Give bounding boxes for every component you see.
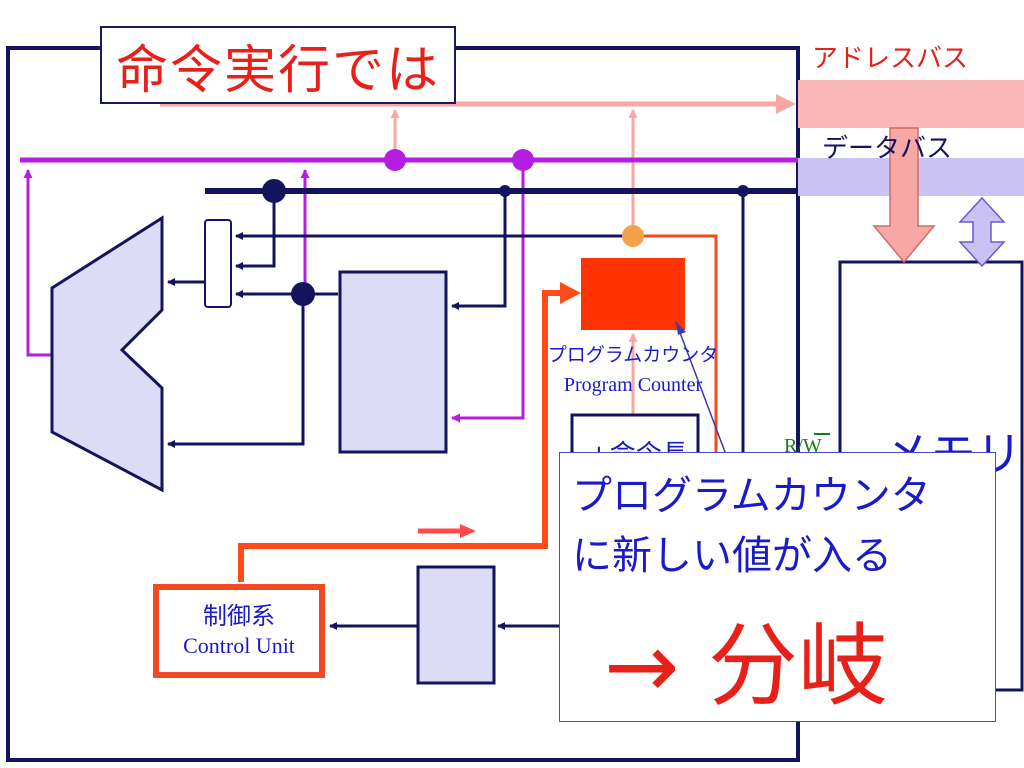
pc-loop-line — [644, 234, 718, 452]
slide-title-box: 命令実行では — [100, 26, 456, 104]
alu-block — [50, 215, 164, 493]
address-bus-label: アドレスバス — [812, 44, 969, 74]
control-unit-label-ja: 制御系 — [203, 602, 275, 630]
callout-pointer-arrowhead — [676, 322, 686, 335]
feedback-to-alu — [167, 294, 305, 448]
data-bus-label: データバス — [822, 134, 953, 164]
address-to-memory-arrow — [872, 127, 936, 264]
program-counter-label-en: Program Counter — [563, 374, 703, 396]
instruction-decoder-block — [416, 565, 496, 685]
callout-line-1: プログラムカウンタ — [572, 473, 931, 519]
signal-direction-arrowhead — [460, 524, 476, 538]
dark-bus-to-register-file — [451, 191, 507, 310]
program-counter-label-ja: プログラムカウンタ — [547, 344, 719, 366]
program-counter-block[interactable] — [581, 258, 685, 330]
program-counter-label: プログラムカウンタ Program Counter — [528, 340, 738, 400]
dark-bus-to-mux — [235, 191, 276, 270]
branch-signal-line — [238, 290, 567, 582]
address-bus-arrowhead — [776, 94, 796, 114]
internal-bus-junction-2 — [512, 149, 534, 171]
bus-to-register-file — [451, 165, 525, 423]
register-file-block — [338, 270, 448, 454]
internal-bus-junction-1 — [384, 149, 406, 171]
control-unit-label-en: Control Unit — [183, 633, 295, 658]
control-unit-block[interactable]: 制御系 Control Unit — [153, 584, 325, 678]
callout-pointer-line — [675, 321, 729, 461]
callout-line-2: に新しい値が入る — [572, 533, 892, 579]
branch-signal-arrowhead — [560, 282, 581, 304]
slide-title: 命令実行では — [115, 40, 440, 101]
data-bus-bidirectional-arrow — [958, 196, 1006, 268]
pc-output-junction — [622, 225, 644, 247]
mux-block — [204, 219, 232, 308]
callout-line-3: → 分岐 — [604, 614, 889, 719]
rw-label: R/W — [784, 435, 822, 457]
address-bus-bar — [798, 80, 1024, 128]
branch-callout: プログラムカウンタ に新しい値が入る → 分岐 — [559, 452, 996, 722]
alu-output-to-bus — [23, 169, 52, 357]
